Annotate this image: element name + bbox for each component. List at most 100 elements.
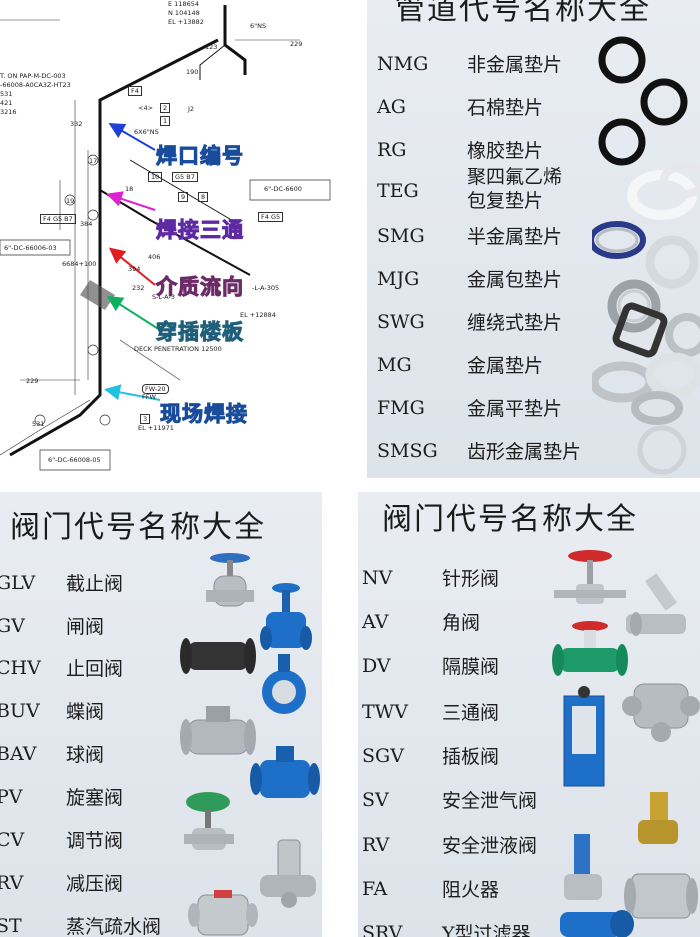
table-row: TWV 三通阀 (358, 696, 700, 736)
table-row: SRV Y型过滤器 (358, 917, 700, 937)
gasket-images (592, 36, 700, 475)
iso-label: 332 (70, 120, 83, 128)
name-cell: 调节阀 (66, 830, 124, 852)
iso-label: 19 (66, 197, 75, 205)
table-row: SWG 缠绕式垫片 (367, 306, 700, 346)
table-row: MJG 金属包垫片 (367, 263, 700, 303)
iso-label: 531 (0, 90, 13, 98)
iso-label: 6"-DC-66008-05 (48, 456, 101, 464)
code-cell: DV (362, 655, 391, 677)
iso-label: 123 (205, 43, 218, 51)
callout-weld-number: 焊口编号 (156, 144, 244, 169)
name-cell: 蒸汽疏水阀 (66, 916, 162, 937)
table-row: NV 针形阀 (358, 562, 700, 602)
panel-title: 阀门代号名称大全 (382, 502, 638, 537)
name-cell: Y型过滤器 (442, 923, 531, 937)
table-row: CV 调节阀 (0, 824, 322, 864)
code-cell: TEG (377, 180, 419, 202)
code-cell: PV (0, 786, 23, 808)
table-row: FMG 金属平垫片 (367, 392, 700, 432)
iso-label: FFW (142, 393, 156, 401)
table-row: SV 安全泄气阀 (358, 784, 700, 824)
name-cell: 角阀 (442, 612, 481, 634)
iso-label: T. ON PAP-M-DC-003 (0, 72, 66, 80)
iso-label: 3 (140, 414, 151, 424)
name-cell: 齿形金属垫片 (467, 441, 582, 463)
iso-label: 190 (186, 68, 199, 76)
valve-code-panel-1: 阀门代号名称大全 GLV 截止阀 GV 闸阀 CHV 止回阀 BUV 蝶阀 BA… (0, 492, 322, 937)
iso-label: 421 (0, 99, 13, 107)
code-cell: SMSG (377, 440, 438, 462)
callout-flow-direction: 介质流向 (156, 275, 244, 300)
name-cell: 金属包垫片 (467, 269, 563, 291)
iso-label: 17 (89, 157, 98, 165)
callout-weld-tee: 焊接三通 (156, 218, 244, 243)
panel-title: 阀门代号名称大全 (10, 510, 266, 545)
table-row: BUV 蝶阀 (0, 695, 322, 735)
iso-label: 229 (26, 377, 39, 385)
table-row: ST 蒸汽疏水阀 (0, 910, 322, 937)
iso-label: N 104148 (168, 9, 200, 17)
valve-images-1 (180, 553, 320, 936)
name-cell: 阻火器 (442, 879, 500, 901)
code-cell: SMG (377, 225, 425, 247)
table-row: NMG 非金属垫片 (367, 48, 700, 88)
iso-label: 394 (128, 265, 141, 273)
code-cell: SWG (377, 311, 425, 333)
name-cell: 插板阀 (442, 746, 500, 768)
code-cell: SV (362, 789, 389, 811)
table-row: CHV 止回阀 (0, 652, 322, 692)
name-cell: 三通阀 (442, 702, 500, 724)
callout-deck-penetration: 穿插楼板 (156, 320, 244, 345)
iso-label: 6"-DC-6600 (264, 185, 302, 193)
code-cell: TWV (362, 701, 408, 723)
gasket-code-panel: 管道代号名称大全 NMG 非金属垫片 AG 石棉垫片 RG 橡胶垫片 TEG 聚… (367, 0, 700, 478)
name-cell: 球阀 (66, 744, 105, 766)
name-cell: 半金属垫片 (467, 226, 563, 248)
code-cell: MG (377, 354, 412, 376)
table-row: AV 角阀 (358, 606, 700, 646)
valve-images-2 (552, 550, 700, 937)
iso-label: 384 (80, 220, 93, 228)
iso-label: 6"-DC-66006-03 (4, 244, 57, 252)
code-cell: FA (362, 878, 388, 900)
code-cell: RV (0, 872, 24, 894)
code-cell: SRV (362, 922, 403, 937)
name-cell: 聚四氟乙烯 (467, 166, 563, 188)
iso-label: -66008-A0CA3Z-HT23 (0, 81, 71, 89)
panel-title: 管道代号名称大全 (395, 0, 651, 27)
iso-label: 2 (160, 103, 171, 113)
valve-code-panel-2: 阀门代号名称大全 NV 针形阀 AV 角阀 DV 隔膜阀 TWV 三通阀 SGV… (358, 492, 700, 937)
name-cell: 隔膜阀 (442, 656, 500, 678)
iso-label: EL +12884 (240, 311, 276, 319)
iso-label: F4 G5 B7 (40, 214, 76, 224)
code-cell: NMG (377, 53, 429, 75)
name-cell: 闸阀 (66, 616, 105, 638)
code-cell: ST (0, 915, 22, 937)
code-cell: RG (377, 139, 407, 161)
code-cell: GLV (0, 572, 36, 594)
code-cell: CV (0, 829, 25, 851)
name-cell: 止回阀 (66, 658, 124, 680)
name-cell: 橡胶垫片 (467, 140, 544, 162)
code-cell: FMG (377, 397, 425, 419)
isometric-linework (0, 5, 331, 471)
name-cell: 非金属垫片 (467, 54, 563, 76)
name-cell: 缠绕式垫片 (467, 312, 563, 334)
code-cell: AV (362, 611, 389, 633)
name-cell: 安全泄气阀 (442, 790, 538, 812)
table-row: MG 金属垫片 (367, 349, 700, 389)
name-cell: 安全泄液阀 (442, 835, 538, 857)
name-cell: 石棉垫片 (467, 97, 544, 119)
iso-label: S-L-A-3 (152, 293, 175, 301)
table-row: AG 石棉垫片 (367, 91, 700, 131)
iso-label: 1 (160, 116, 171, 126)
name-cell: 截止阀 (66, 573, 124, 595)
callout-field-weld: 现场焊接 (160, 402, 248, 427)
iso-label: EL +13882 (168, 18, 204, 26)
iso-label: FW-20 (142, 384, 169, 394)
isometric-drawing: E 118654 N 104148 EL +13882 6"NS 229 123… (0, 0, 365, 483)
iso-label: 229 (290, 40, 303, 48)
iso-label: 6"NS (250, 22, 267, 30)
iso-label: DECK PENETRATION 12500 (134, 345, 222, 353)
